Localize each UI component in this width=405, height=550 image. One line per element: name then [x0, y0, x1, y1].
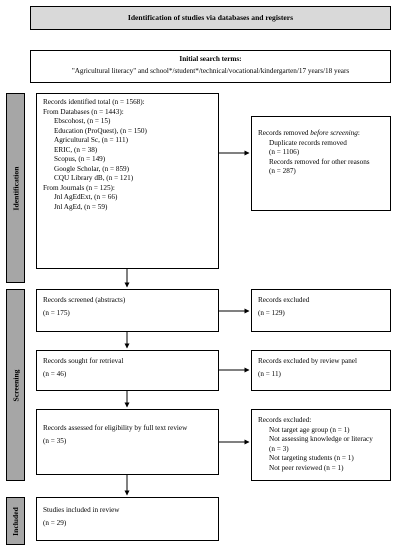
journal-item: Jnl AgEdExt, (n = 66): [54, 193, 118, 201]
database-item: CQU Library dB, (n = 121): [54, 174, 134, 182]
records-sought-box: Records sought for retrieval (n = 46): [36, 350, 219, 391]
database-item: ERIC, (n = 38): [54, 145, 98, 154]
records-excluded-box: Records excluded (n = 129): [251, 289, 391, 332]
removed-title: Records removed before screening:: [258, 129, 360, 137]
database-item: Google Scholar, (n = 859): [54, 164, 130, 173]
sought-count: (n = 46): [43, 369, 67, 378]
database-item: Education (ProQuest), (n = 150): [54, 126, 147, 135]
search-terms-text: "Agricultural literacy" and school*/stud…: [71, 66, 350, 75]
excluded-label: Records excluded: [258, 296, 310, 304]
identified-total: Records identified total (n = 1568):: [43, 98, 145, 106]
stage-identification: Identification: [6, 93, 25, 283]
excluded-reason-item: Not target age group (n = 1): [269, 425, 350, 434]
records-screened-box: Records screened (abstracts) (n = 175): [36, 289, 219, 332]
other-reasons-count: (n = 287): [269, 167, 296, 175]
database-item: Scopus, (n = 149): [54, 155, 106, 163]
excluded-reason-item: Not targeting students (n = 1): [269, 454, 354, 462]
journals-label: From Journals (n = 125):: [43, 183, 115, 192]
excluded-panel-label: Records excluded by review panel: [258, 357, 357, 365]
search-terms-box: Initial search terms: "Agricultural lite…: [30, 50, 391, 83]
stage-included: Included: [6, 497, 25, 545]
database-item: Agricultural Sc, (n = 111): [54, 136, 128, 144]
assessed-label: Records assessed for eligibility by full…: [43, 424, 188, 432]
journal-item: Jnl AgEd, (n = 59): [54, 202, 108, 211]
stage-included-label: Included: [11, 506, 21, 536]
assessed-count: (n = 35): [43, 436, 67, 445]
excluded-reason-item: Not peer reviewed (n = 1): [269, 463, 344, 472]
diagram-header: Identification of studies via databases …: [30, 6, 391, 30]
sought-label: Records sought for retrieval: [43, 357, 124, 365]
records-identified-box: Records identified total (n = 1568): Fro…: [36, 93, 219, 269]
records-excluded-reasons-box: Records excluded: Not target age group (…: [251, 409, 391, 481]
excluded-panel-count: (n = 11): [258, 369, 281, 378]
screened-count: (n = 175): [43, 308, 70, 317]
excluded-reasons-title: Records excluded:: [258, 416, 312, 424]
other-reasons-label: Records removed for other reasons: [269, 157, 370, 166]
included-count: (n = 29): [43, 518, 67, 527]
search-terms-title: Initial search terms:: [179, 55, 242, 63]
database-item: Ebscohost, (n = 15): [54, 117, 111, 125]
duplicates-label: Duplicate records removed: [269, 138, 347, 147]
diagram-header-text: Identification of studies via databases …: [127, 12, 294, 22]
stage-screening: Screening: [6, 289, 25, 481]
included-label: Studies included in review: [43, 506, 120, 514]
duplicates-count: (n = 1106): [269, 148, 300, 156]
studies-included-box: Studies included in review (n = 29): [36, 497, 219, 541]
databases-label: From Databases (n = 1443):: [43, 107, 124, 116]
excluded-count: (n = 129): [258, 308, 285, 317]
records-removed-box: Records removed before screening: Duplic…: [251, 116, 391, 211]
stage-identification-label: Identification: [11, 166, 21, 210]
excluded-reason-item: Not assessing knowledge or literacy: [269, 435, 373, 443]
records-assessed-box: Records assessed for eligibility by full…: [36, 409, 219, 475]
stage-screening-label: Screening: [11, 369, 21, 401]
records-excluded-panel-box: Records excluded by review panel (n = 11…: [251, 350, 391, 391]
excluded-reason-item: (n = 3): [269, 444, 289, 453]
screened-label: Records screened (abstracts): [43, 296, 126, 304]
